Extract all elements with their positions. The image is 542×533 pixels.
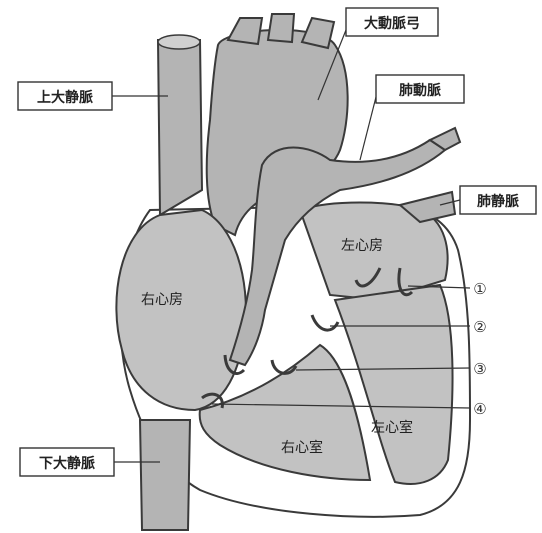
aortic-branch xyxy=(302,18,334,48)
label-superior-vena-cava: 上大静脈 xyxy=(37,89,93,106)
label-right-ventricle: 右心室 xyxy=(281,439,323,456)
superior-vena-cava xyxy=(158,40,202,215)
label-left-atrium: 左心房 xyxy=(341,238,383,254)
label-pulmonary-vein: 肺静脈 xyxy=(477,193,519,210)
marker-3: ③ xyxy=(473,360,486,378)
aortic-branch xyxy=(268,14,294,42)
inferior-vena-cava xyxy=(140,420,190,530)
leader-pulmonary-artery xyxy=(360,97,376,160)
label-right-atrium: 右心房 xyxy=(141,292,183,308)
label-inferior-vena-cava: 下大静脈 xyxy=(39,455,95,472)
superior-vena-cava-opening xyxy=(158,35,200,49)
marker-4: ④ xyxy=(473,400,486,418)
marker-2: ② xyxy=(473,318,486,336)
label-pulmonary-artery: 肺動脈 xyxy=(399,82,441,99)
label-left-ventricle: 左心室 xyxy=(371,419,413,436)
aortic-branch xyxy=(228,18,262,44)
marker-1: ① xyxy=(473,280,486,298)
right-atrium xyxy=(116,210,246,410)
label-aortic-arch: 大動脈弓 xyxy=(364,15,420,32)
